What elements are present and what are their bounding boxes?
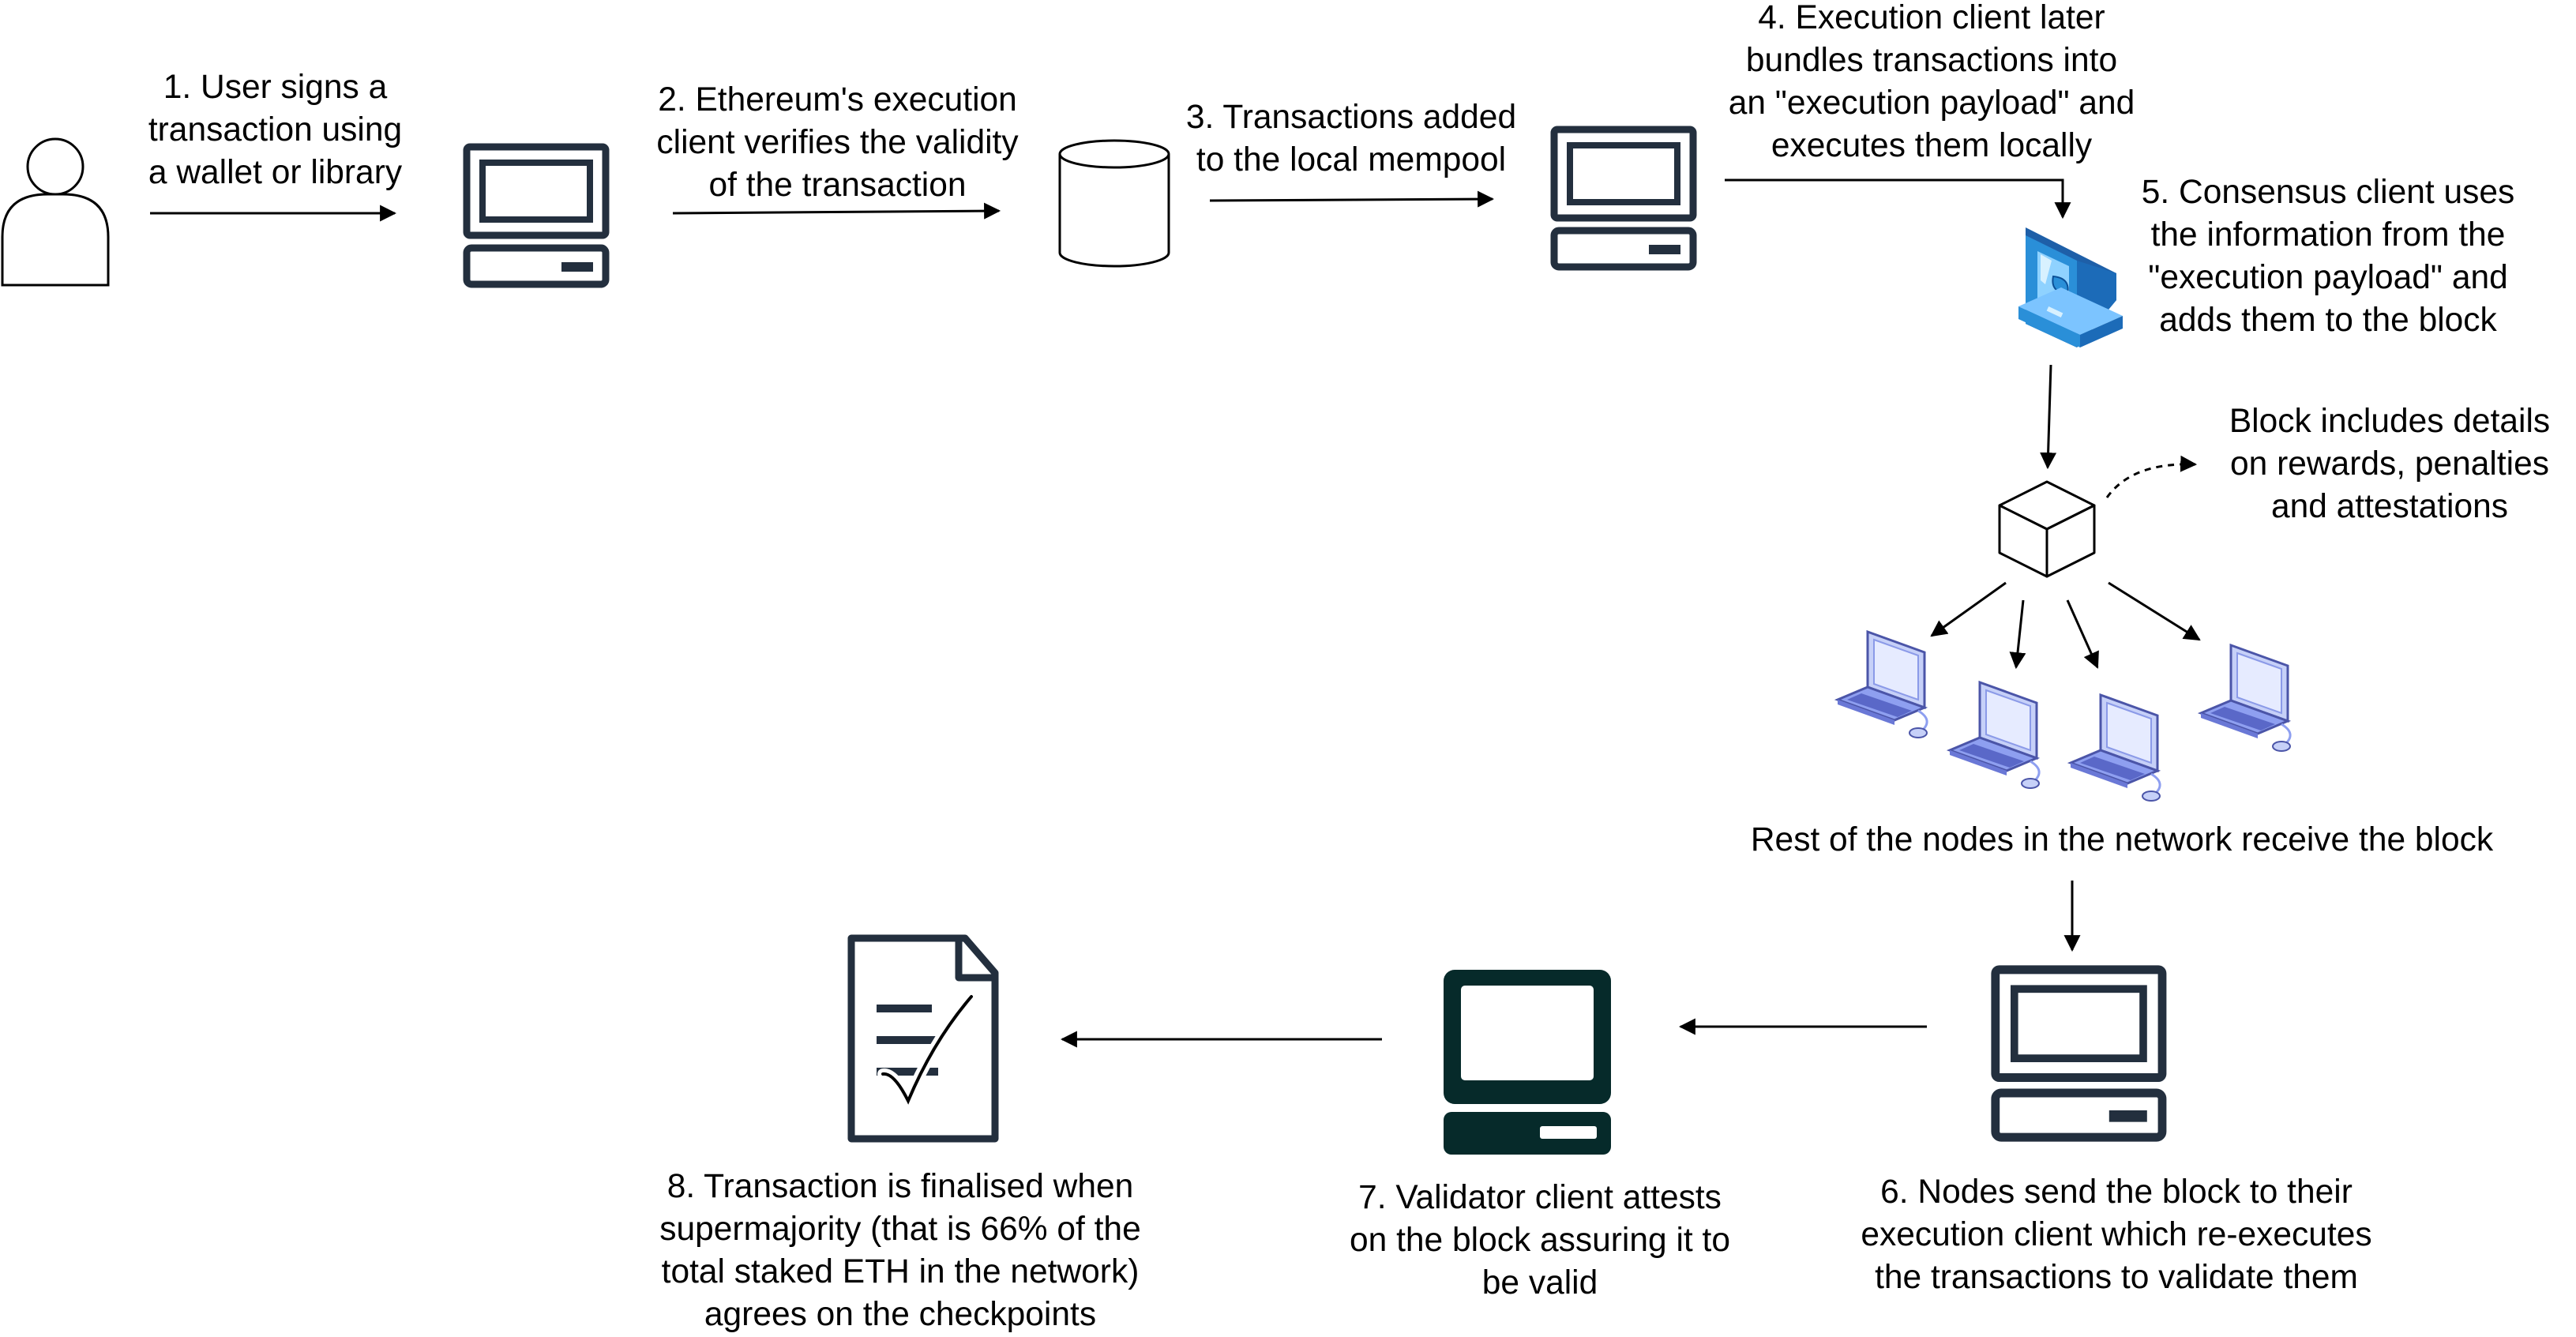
computer-icon [1554,130,1693,267]
laptop-icon [2199,644,2292,753]
computer-icon [467,147,606,284]
nodes-receive-label: Rest of the nodes in the network receive… [1750,821,2494,858]
database-icon [1058,139,1170,268]
computer-icon [1996,970,2162,1137]
consensus-computer-icon [2018,227,2123,347]
laptop-icon [1948,681,2041,790]
laptop-icon [1836,630,1928,739]
user-icon [1,137,110,287]
flow-arrows [150,178,2201,1048]
laptop-icon [2069,693,2161,802]
validator-computer-icon [1444,970,1611,1155]
block-cube-icon [1998,480,2096,578]
document-check-icon [847,934,999,1143]
